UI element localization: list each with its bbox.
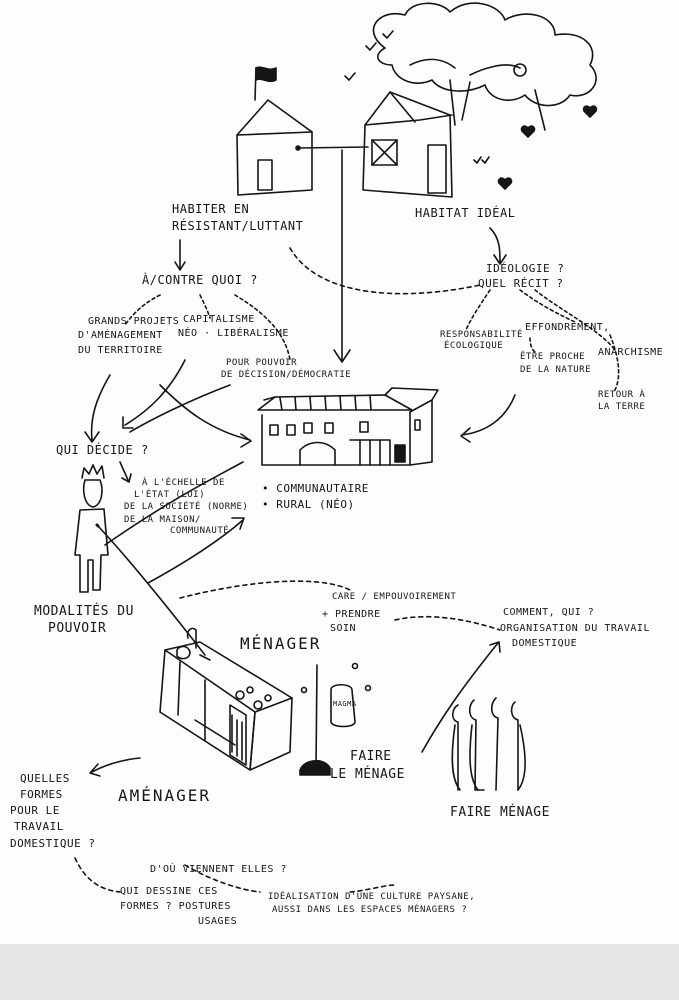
label-prendre-soin: + PRENDRE [322,609,381,621]
label-grands-projets: DU TERRITOIRE [78,345,163,357]
label-care: CARE / EMPOUVOIREMENT [332,592,456,602]
label-anarchisme: ANARCHISME [598,347,663,359]
label-ideologie: IDÉOLOGIE ? [486,263,564,276]
label-idealisation: IDÉALISATION D'UNE CULTURE PAYSANE, [268,892,475,902]
bird-mark [366,43,376,50]
heart-icon [584,106,597,117]
dashed-branch [535,290,615,350]
label-prendre-soin: SOIN [330,623,356,635]
label-dou-viennent: D'OÙ VIENNENT ELLES ? [150,864,287,876]
label-grands-projets: GRANDS PROJETS [88,316,179,328]
label-qui-dessine: QUI DESSINE CES [120,886,218,898]
label-capitalisme: NÉO · LIBÉRALISME [178,328,289,340]
central-building [258,388,438,465]
dashed-branch [520,290,575,322]
label-quelles-formes: TRAVAIL [14,821,64,834]
arrow-up [422,643,498,752]
label-quelles-formes: QUELLES [20,773,70,786]
link-line [298,147,368,148]
label-faire-menage: FAIRE MÉNAGE [450,806,550,821]
label-retour-terre: LA TERRE [598,402,645,412]
dashed-bottom [350,885,395,892]
label-etre-proche: DE LA NATURE [520,365,591,375]
label-quelles-formes: FORMES [20,789,63,802]
label-idealisation: AUSSI DANS LES ESPACES MÉNAGERS ? [272,905,467,915]
bird-mark [383,31,393,38]
label-etre-proche: ÊTRE PROCHE [520,352,585,362]
label-comment-qui: COMMENT, QUI ? [503,607,594,619]
label-echelle: À L'ÉCHELLE DE [142,478,225,488]
label-responsabilite: RESPONSABILITÉ [440,330,523,340]
arrow-pouvoir [130,385,230,432]
dashed-branch [530,338,535,352]
bird-mark [474,157,481,163]
arrow-head [241,434,251,447]
paper-edge [0,944,679,1000]
arrow-grands [92,375,110,440]
house-ideal [363,92,452,197]
label-responsabilite: ÉCOLOGIQUE [444,341,503,351]
label-qui-dessine: USAGES [198,916,237,928]
dashed-branch [466,290,490,330]
crowned-figure [75,465,108,592]
label-a-contre: À/CONTRE QUOI ? [142,274,258,288]
arrow-left [92,758,140,772]
label-faire-le-menage: LE MÉNAGE [330,768,405,783]
label-echelle: DE LA SOCIÉTÉ (NORME) [124,502,248,512]
label-menager: MÉNAGER [240,635,321,653]
label-pouvoir-decision: POUR POUVOIR [226,358,297,368]
label-echelle: COMMUNAUTÉ [170,526,229,536]
arrow-qui [120,462,128,480]
label-faire-le-menage: FAIRE [350,750,392,765]
label-ideologie: QUEL RÉCIT ? [478,278,563,291]
label-effondrement: EFFONDREMENT, [525,322,610,334]
label-rural: • RURAL (NÉO) [262,499,355,512]
label-qui-dessine: FORMES ? POSTURES [120,901,231,913]
tree-sketch [374,3,597,130]
line-to-kitchen [97,525,205,655]
heart-icon [499,178,512,189]
label-retour-terre: RETOUR À [598,390,645,400]
dashed-branch [610,335,619,390]
label-quelles-formes: POUR LE [10,805,60,818]
label-amenager: AMÉNAGER [118,787,211,805]
label-echelle: L'ÉTAT (LOI) [134,490,205,500]
label-quelles-formes: DOMESTIQUE ? [10,838,95,851]
dashed-arc [180,581,350,598]
label-pouvoir-decision: DE DÉCISION/DÉMOCRATIE [221,370,351,380]
label-modalites: POUVOIR [48,622,106,637]
label-capitalisme: CAPITALISME [183,314,255,326]
label-comment-qui: DOMESTIQUE [512,638,577,650]
label-habitat-ideal: HABITAT IDÉAL [415,207,515,221]
label-qui-decide: QUI DÉCIDE ? [56,444,149,458]
house-with-flag [237,67,312,195]
label-habiter: HABITER EN [172,203,249,217]
arrow-capital [125,360,185,425]
figures-group [452,698,525,790]
label-echelle: DE LA MAISON/ [124,515,201,525]
bird-mark [345,73,355,80]
heart-icon [522,126,535,137]
label-habiter: RÉSISTANT/LUTTANT [172,220,303,234]
label-comment-qui: ORGANISATION DU TRAVAIL [500,623,650,635]
dashed-line [395,617,500,630]
bird-mark [482,157,489,163]
label-grands-projets: D'AMÉNAGEMENT [78,330,163,342]
label-modalites: MODALITÉS DU [34,605,134,620]
dashed-curve [290,248,480,294]
label-communautaire: • COMMUNAUTAIRE [262,483,369,496]
link-dot [296,146,300,150]
jar-label: MAGMA [333,700,357,708]
arrow-cross [160,385,250,440]
dashed-bottom [75,858,120,892]
